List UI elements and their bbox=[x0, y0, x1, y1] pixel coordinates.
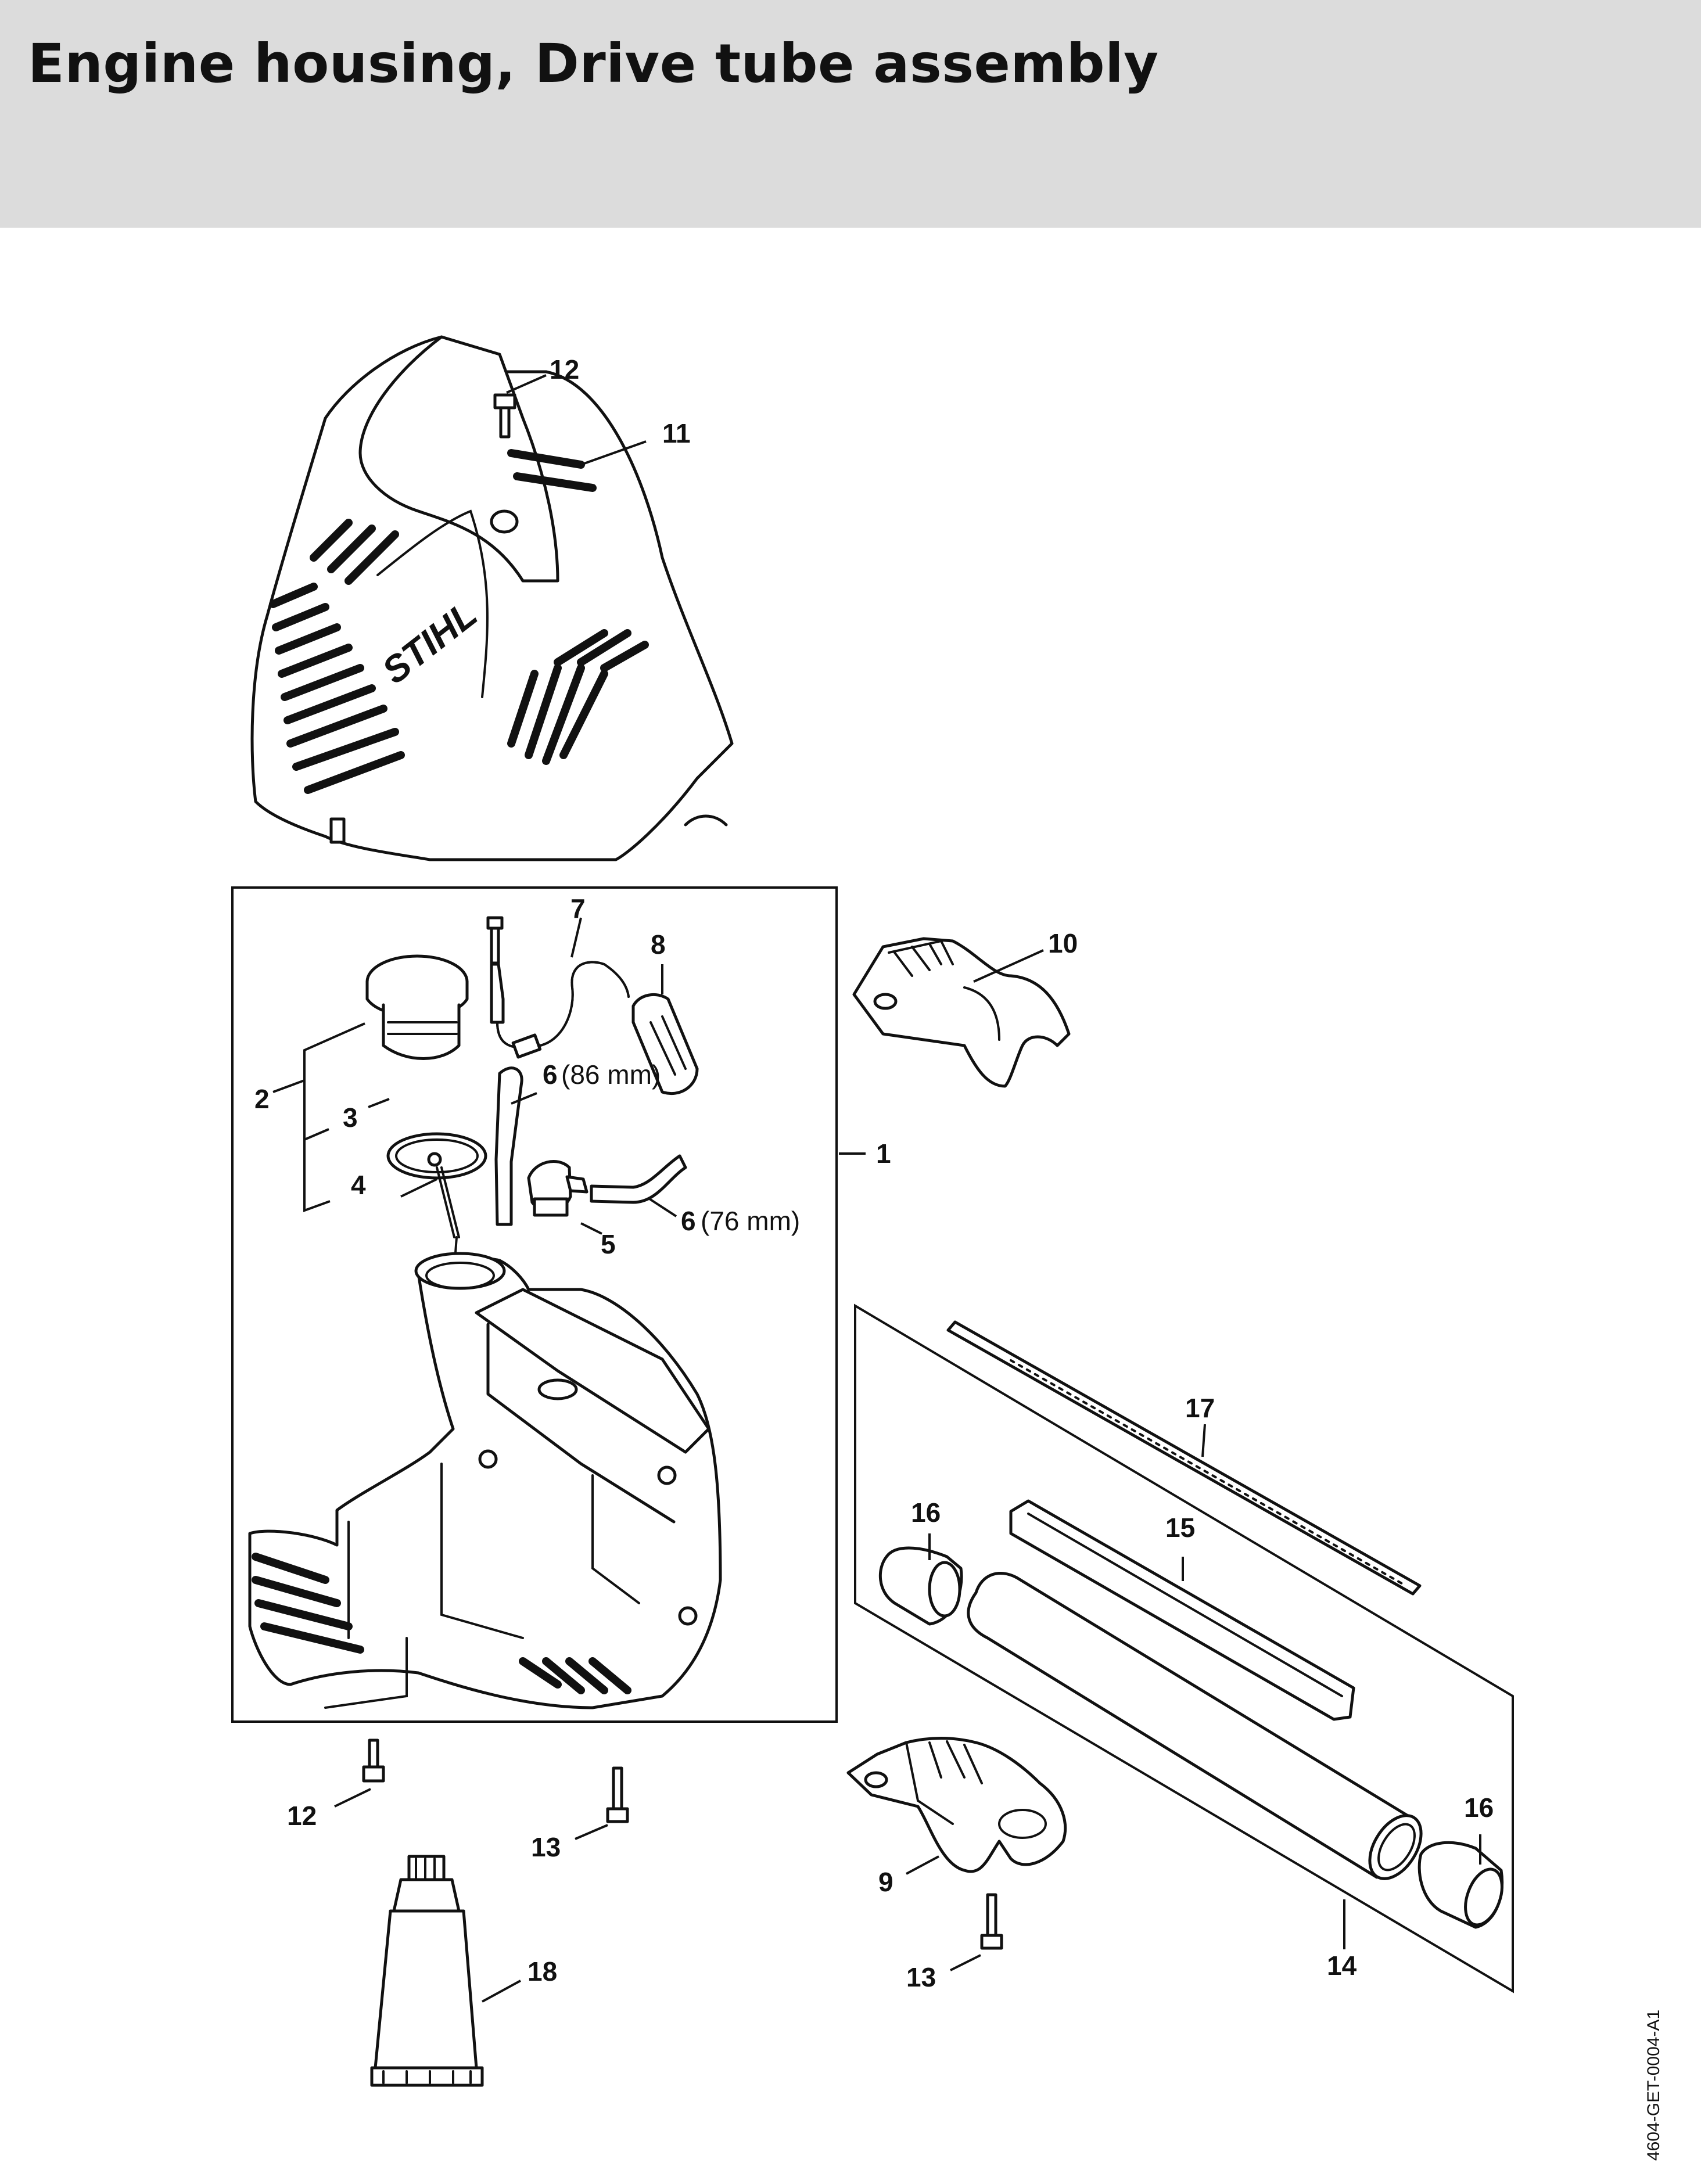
fuel-cap bbox=[365, 954, 469, 1060]
size-76mm: (76 mm) bbox=[701, 1206, 800, 1236]
callout-4: 4 bbox=[351, 1170, 366, 1200]
hose-76mm bbox=[590, 1154, 687, 1204]
screw-12-bottom bbox=[362, 1738, 385, 1783]
clamp-9 bbox=[846, 1737, 1067, 1873]
fuel-filter bbox=[631, 993, 699, 1095]
callout-14: 14 bbox=[1327, 1950, 1357, 1981]
callout-13-right: 13 bbox=[906, 1962, 936, 1992]
drive-shaft bbox=[946, 1320, 1422, 1596]
callout-10: 10 bbox=[1048, 928, 1078, 958]
handle-support-10 bbox=[852, 937, 1071, 1088]
callout-11: 11 bbox=[662, 418, 691, 448]
title-banner bbox=[0, 0, 1701, 228]
retainer-strap bbox=[427, 1152, 460, 1298]
fuel-line bbox=[486, 916, 630, 1059]
callout-6-76: 6 bbox=[681, 1206, 696, 1236]
callout-15: 15 bbox=[1165, 1513, 1195, 1543]
callout-2: 2 bbox=[254, 1084, 270, 1114]
callout-12-top: 12 bbox=[550, 354, 579, 385]
callout-6-86: 6 bbox=[543, 1059, 558, 1090]
callout-12-bottom: 12 bbox=[287, 1801, 317, 1831]
callout-8: 8 bbox=[651, 929, 666, 960]
callout-13-left: 13 bbox=[531, 1832, 561, 1862]
callout-7: 7 bbox=[570, 893, 586, 924]
tank-vent-valve bbox=[527, 1160, 588, 1217]
callout-16-right: 16 bbox=[1464, 1793, 1494, 1823]
callout-17: 17 bbox=[1185, 1393, 1215, 1423]
drive-tube bbox=[967, 1572, 1423, 1880]
screw-13-left bbox=[606, 1766, 629, 1823]
callout-5: 5 bbox=[601, 1229, 616, 1259]
screw-13-right bbox=[980, 1893, 1003, 1950]
group-frame-1 bbox=[231, 886, 838, 1723]
hose-86mm bbox=[494, 1066, 523, 1226]
bushing-16-right bbox=[1418, 1841, 1504, 1929]
group-frame-drive-tube bbox=[854, 1303, 1514, 1993]
callout-9: 9 bbox=[878, 1867, 893, 1897]
engine-shroud: STIHL bbox=[250, 335, 734, 861]
drive-tube-liner bbox=[1009, 1499, 1355, 1721]
size-86mm: (86 mm) bbox=[561, 1059, 661, 1090]
callout-18: 18 bbox=[527, 1956, 557, 1987]
drawing-code: 4604-GET-0004-A1 bbox=[1644, 2010, 1663, 2161]
callout-3: 3 bbox=[343, 1102, 358, 1133]
grease-tube bbox=[370, 1855, 484, 2087]
screw-12-top bbox=[493, 393, 516, 439]
engine-housing bbox=[248, 1252, 722, 1709]
page-title: Engine housing, Drive tube assembly bbox=[28, 33, 1159, 95]
bushing-16-left bbox=[878, 1546, 963, 1626]
callout-16-left: 16 bbox=[911, 1497, 941, 1528]
callout-1: 1 bbox=[876, 1138, 891, 1169]
